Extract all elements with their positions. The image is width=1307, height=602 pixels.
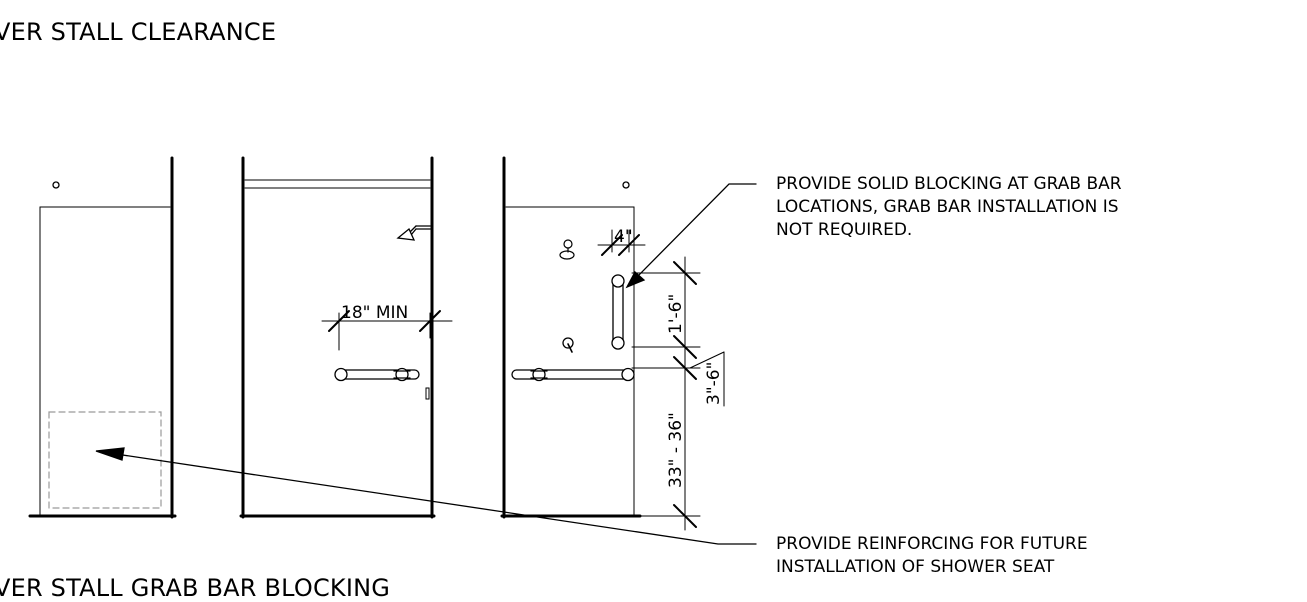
dimension-4-inch (597, 229, 646, 256)
dimension-18-min (321, 310, 453, 351)
elevation-right (95, 156, 757, 545)
note-reinforcing: PROVIDE REINFORCING FOR FUTURE INSTALLAT… (776, 534, 1088, 577)
note-solid-blocking: PROVIDE SOLID BLOCKING AT GRAB BAR LOCAT… (776, 174, 1122, 240)
dimension-4-label: 4" (614, 227, 633, 247)
grab-bar-horizontal (334, 367, 420, 382)
section-title-blocking: VER STALL GRAB BAR BLOCKING (0, 574, 391, 602)
dimension-vertical-string (631, 256, 725, 531)
elevation-left (28, 156, 177, 519)
dimension-1-6-label: 1'-6" (666, 294, 686, 334)
leader-reinforcing (95, 447, 757, 545)
shower-head-icon (396, 225, 431, 241)
section-title-clearance: VER STALL CLEARANCE (0, 18, 277, 46)
dimension-18-min-label: 18" MIN (341, 303, 408, 323)
dimension-3-6-label: 3"-6" (704, 362, 724, 405)
grab-bar-horizontal-right (511, 367, 635, 382)
dimension-33-36-label: 33" - 36" (666, 412, 686, 488)
elevation-middle (239, 156, 453, 519)
hand-shower-icon (559, 239, 575, 260)
grab-bar-vertical (611, 274, 625, 350)
leader-blocking (625, 183, 757, 289)
future-seat-outline (48, 411, 162, 509)
valve-icon (562, 337, 574, 353)
